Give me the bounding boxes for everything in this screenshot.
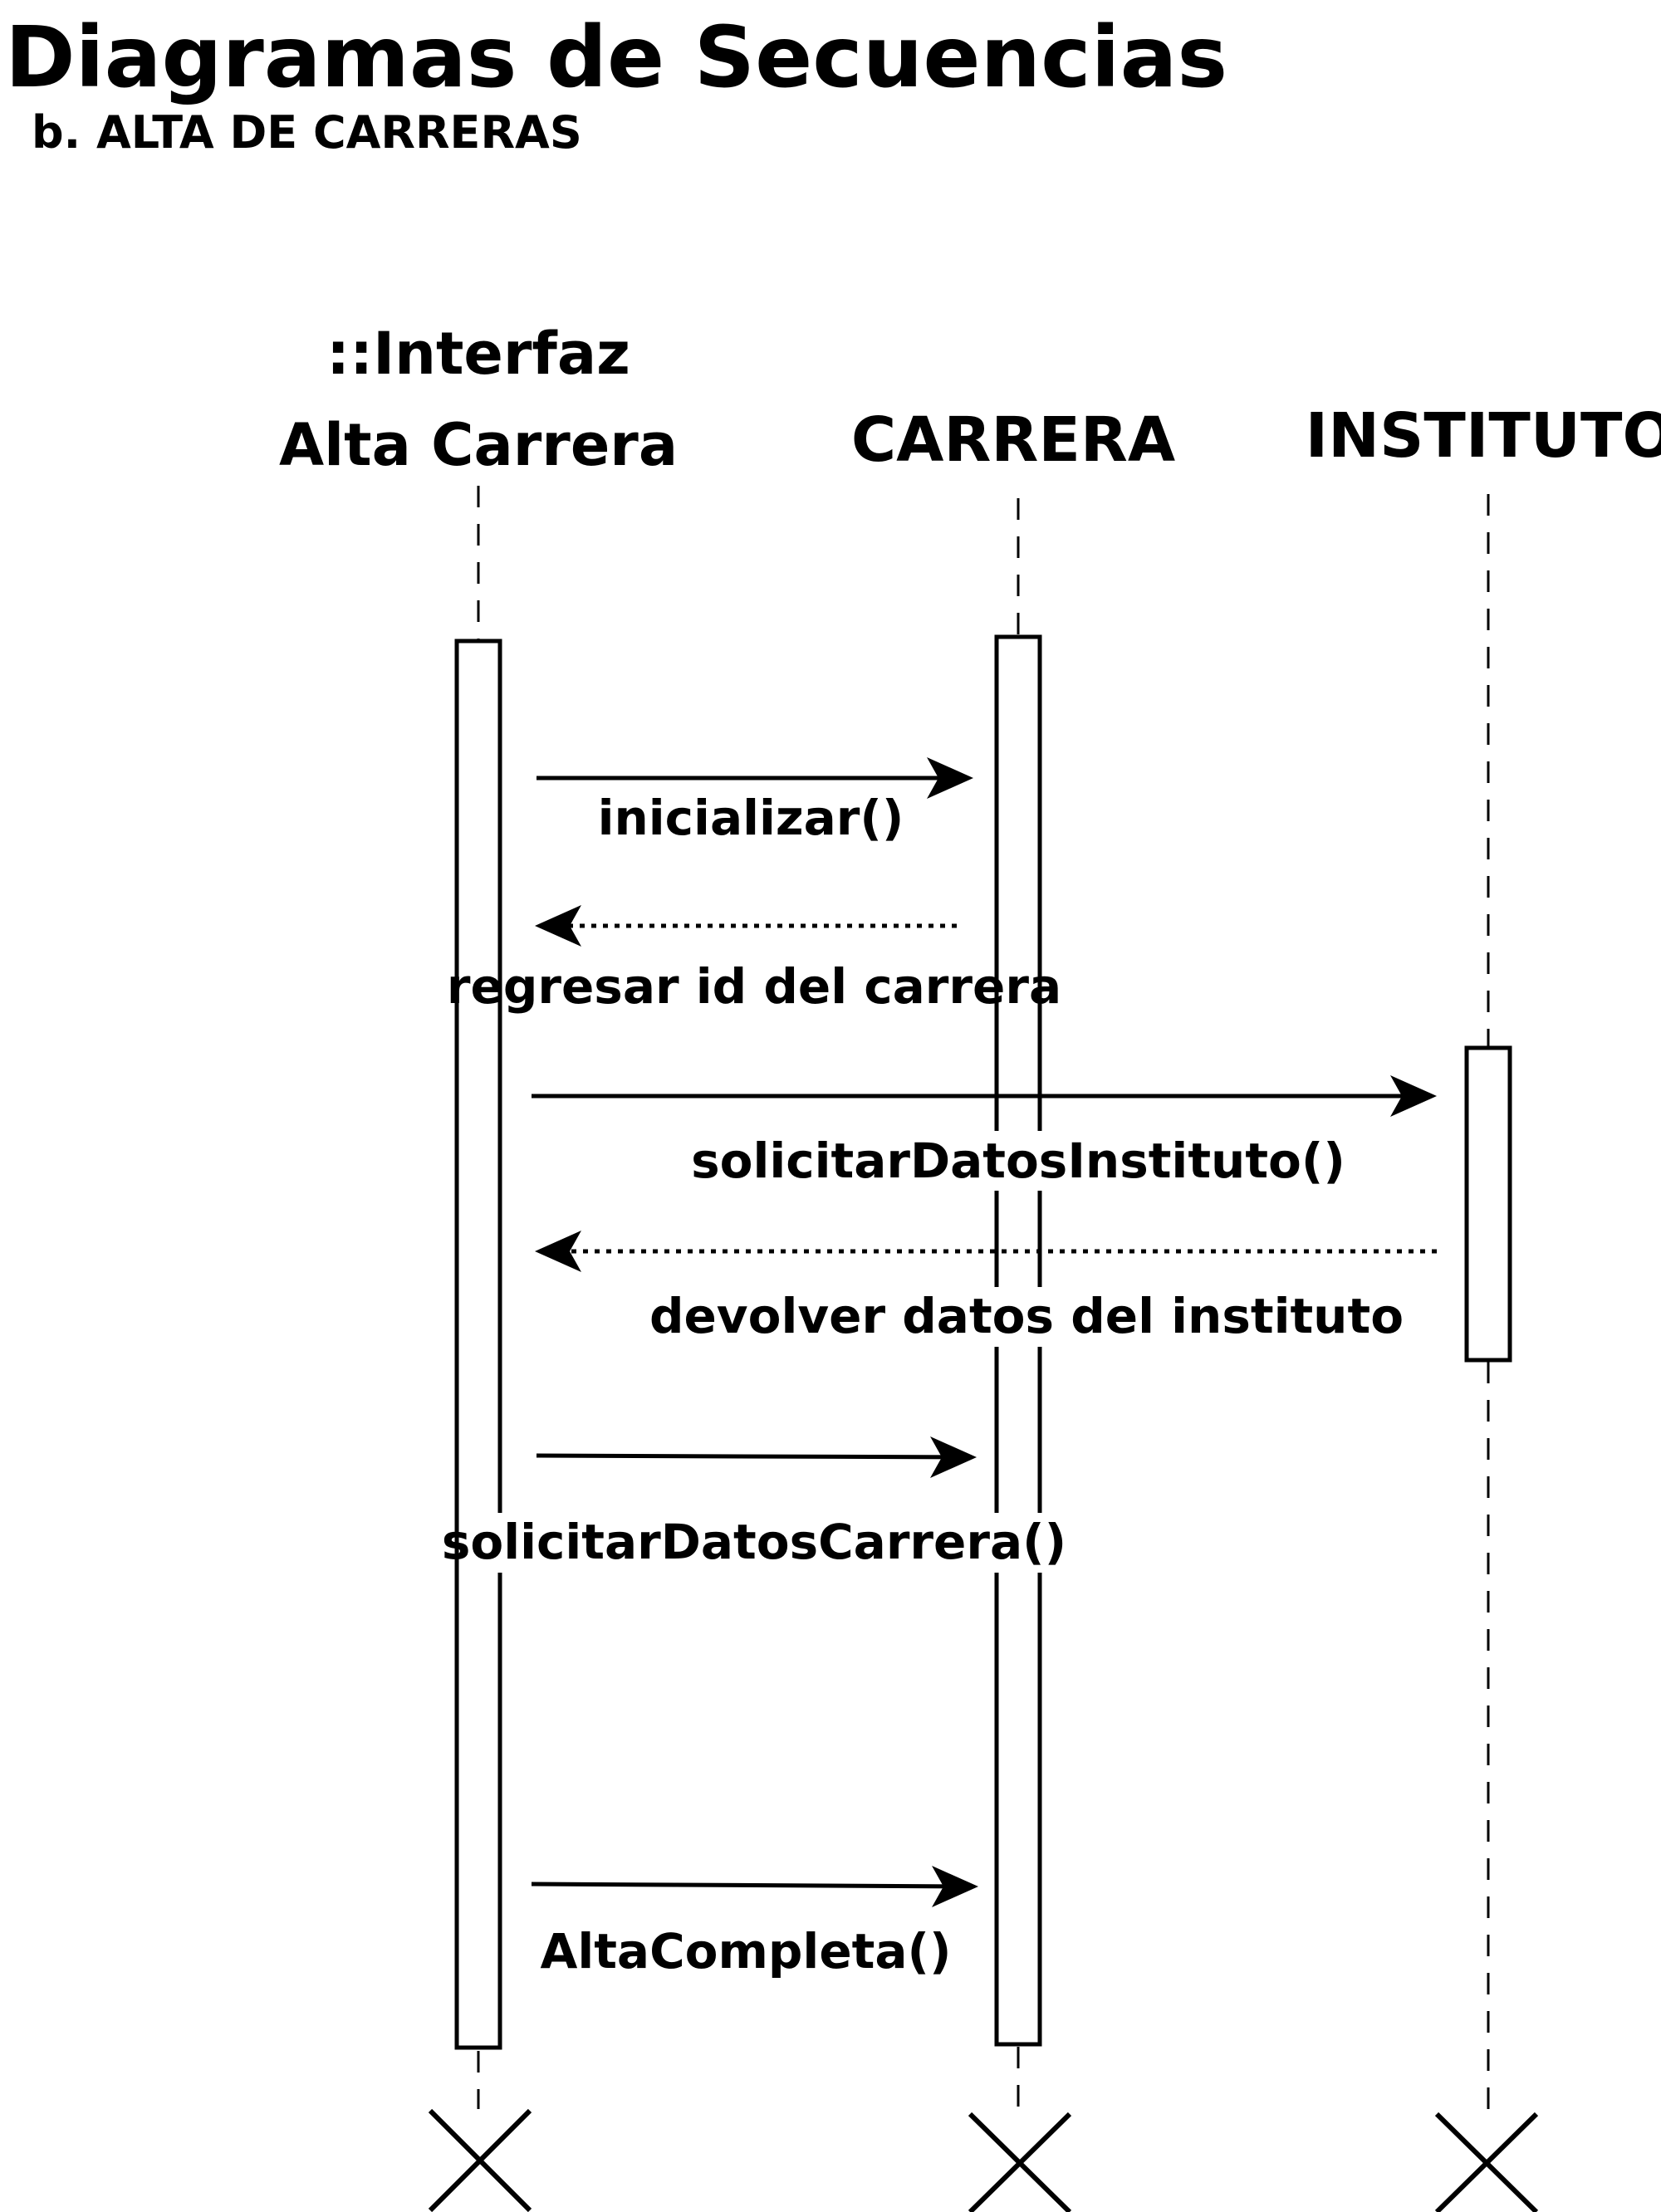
page-title: Diagramas de Secuencias bbox=[5, 8, 1228, 107]
message-label-solicitar-datos-carrera: solicitarDatosCarrera() bbox=[442, 1514, 1066, 1570]
label-bg-solicitar-datos-instituto bbox=[719, 1131, 1319, 1191]
arrowhead-alta-completa bbox=[932, 1866, 978, 1907]
arrowhead-solicitar-datos-carrera bbox=[930, 1436, 977, 1478]
message-arrow-solicitar-datos-carrera bbox=[536, 1453, 968, 1460]
lifeline-interfaz-name-line2: Alta Carrera bbox=[279, 411, 678, 479]
page-subtitle: b. ALTA DE CARRERAS bbox=[32, 106, 582, 159]
destroy-mark-interfaz bbox=[428, 2108, 532, 2212]
activation-bar-interfaz bbox=[454, 639, 502, 2050]
arrowhead-devolver-datos bbox=[535, 1231, 581, 1272]
message-label-solicitar-datos-instituto: solicitarDatosInstituto() bbox=[691, 1133, 1345, 1189]
arrowhead-inicializar bbox=[927, 757, 973, 799]
destroy-mark-instituto bbox=[1434, 2112, 1539, 2212]
message-label-regresar-id: regresar id del carrera bbox=[447, 958, 1061, 1015]
destroy-mark-carrera bbox=[968, 2112, 1072, 2212]
label-bg-devolver-datos bbox=[683, 1287, 1370, 1347]
label-bg-solicitar-datos-carrera bbox=[463, 1513, 1045, 1573]
message-label-alta-completa: AltaCompleta() bbox=[540, 1923, 951, 1980]
lifeline-carrera-name: CARRERA bbox=[851, 404, 1175, 476]
lifeline-instituto-name: INSTITUTO bbox=[1306, 400, 1661, 472]
activation-bar-instituto bbox=[1464, 1045, 1512, 1363]
message-arrow-alta-completa bbox=[531, 1882, 969, 1889]
message-label-devolver-datos: devolver datos del instituto bbox=[649, 1288, 1404, 1344]
arrowhead-solicitar-datos-instituto bbox=[1390, 1075, 1437, 1117]
lifeline-interfaz-name-line1: ::Interfaz bbox=[326, 320, 630, 388]
message-label-inicializar: inicializar() bbox=[598, 790, 904, 846]
lifeline-dashes bbox=[477, 486, 1490, 2126]
arrowhead-regresar-id bbox=[535, 905, 581, 947]
